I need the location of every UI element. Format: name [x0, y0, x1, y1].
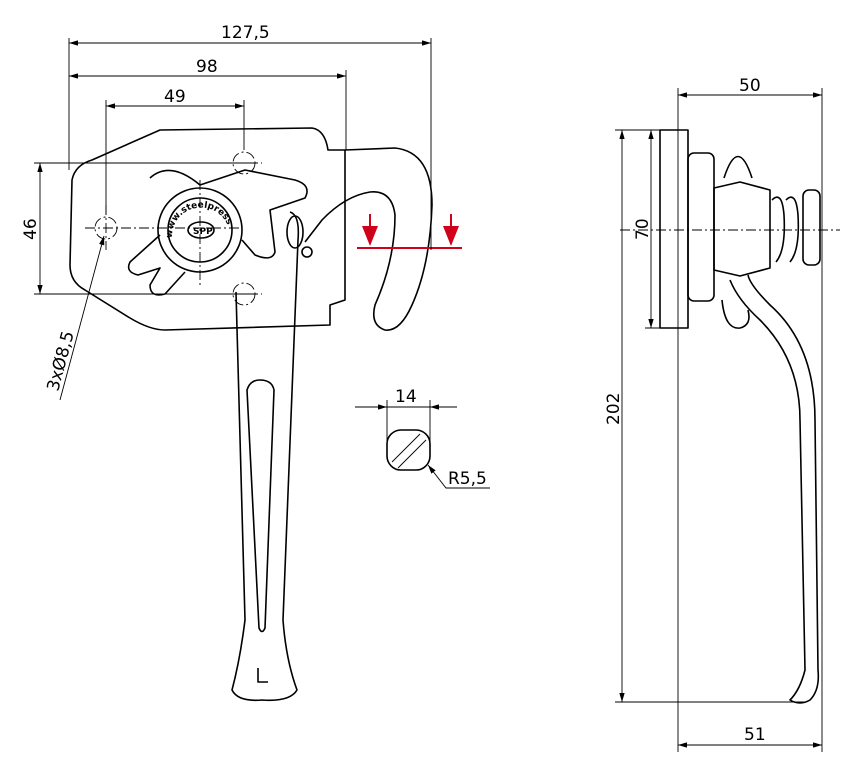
dim-bar-radius: R5,5 [448, 469, 487, 489]
side-handle [729, 274, 820, 704]
handle-mark-glyph [257, 668, 268, 683]
side-view [620, 129, 840, 704]
rivet [301, 246, 313, 258]
side-plate [659, 129, 689, 329]
dim-total-height: 202 [604, 393, 624, 425]
dim-side-depth-top: 50 [739, 76, 761, 96]
lever-arm [149, 169, 308, 259]
side-knob-top [723, 155, 753, 179]
side-bracket [687, 152, 715, 302]
dim-hole-vertical: 46 [21, 218, 41, 240]
bar-section: 14 R5,5 [355, 387, 490, 489]
side-knob-bottom [721, 299, 750, 329]
dim-bar-width: 14 [395, 387, 417, 407]
dim-side-depth-bottom: 51 [744, 725, 766, 745]
logo-oval [187, 221, 215, 239]
spring [771, 196, 800, 263]
base-plate [69, 127, 346, 331]
label-plate [286, 215, 304, 249]
dim-hook-width: 98 [196, 57, 218, 77]
hook [304, 147, 433, 331]
logo-url: www.steelpress.eu [0, 0, 234, 238]
spring-cap [802, 189, 821, 266]
dim-holes: 3xØ8,5 [44, 329, 79, 393]
side-housing [713, 181, 771, 277]
star-knob [127, 234, 186, 296]
logo-brand: SPP [193, 227, 213, 237]
handle-slot [246, 379, 275, 633]
handle [231, 211, 300, 702]
dim-plate-height: 70 [633, 218, 653, 240]
dim-hole-spacing: 49 [164, 87, 186, 107]
dim-overall-width: 127,5 [221, 23, 270, 43]
side-dimensions: 50 70 202 51 [604, 76, 823, 752]
